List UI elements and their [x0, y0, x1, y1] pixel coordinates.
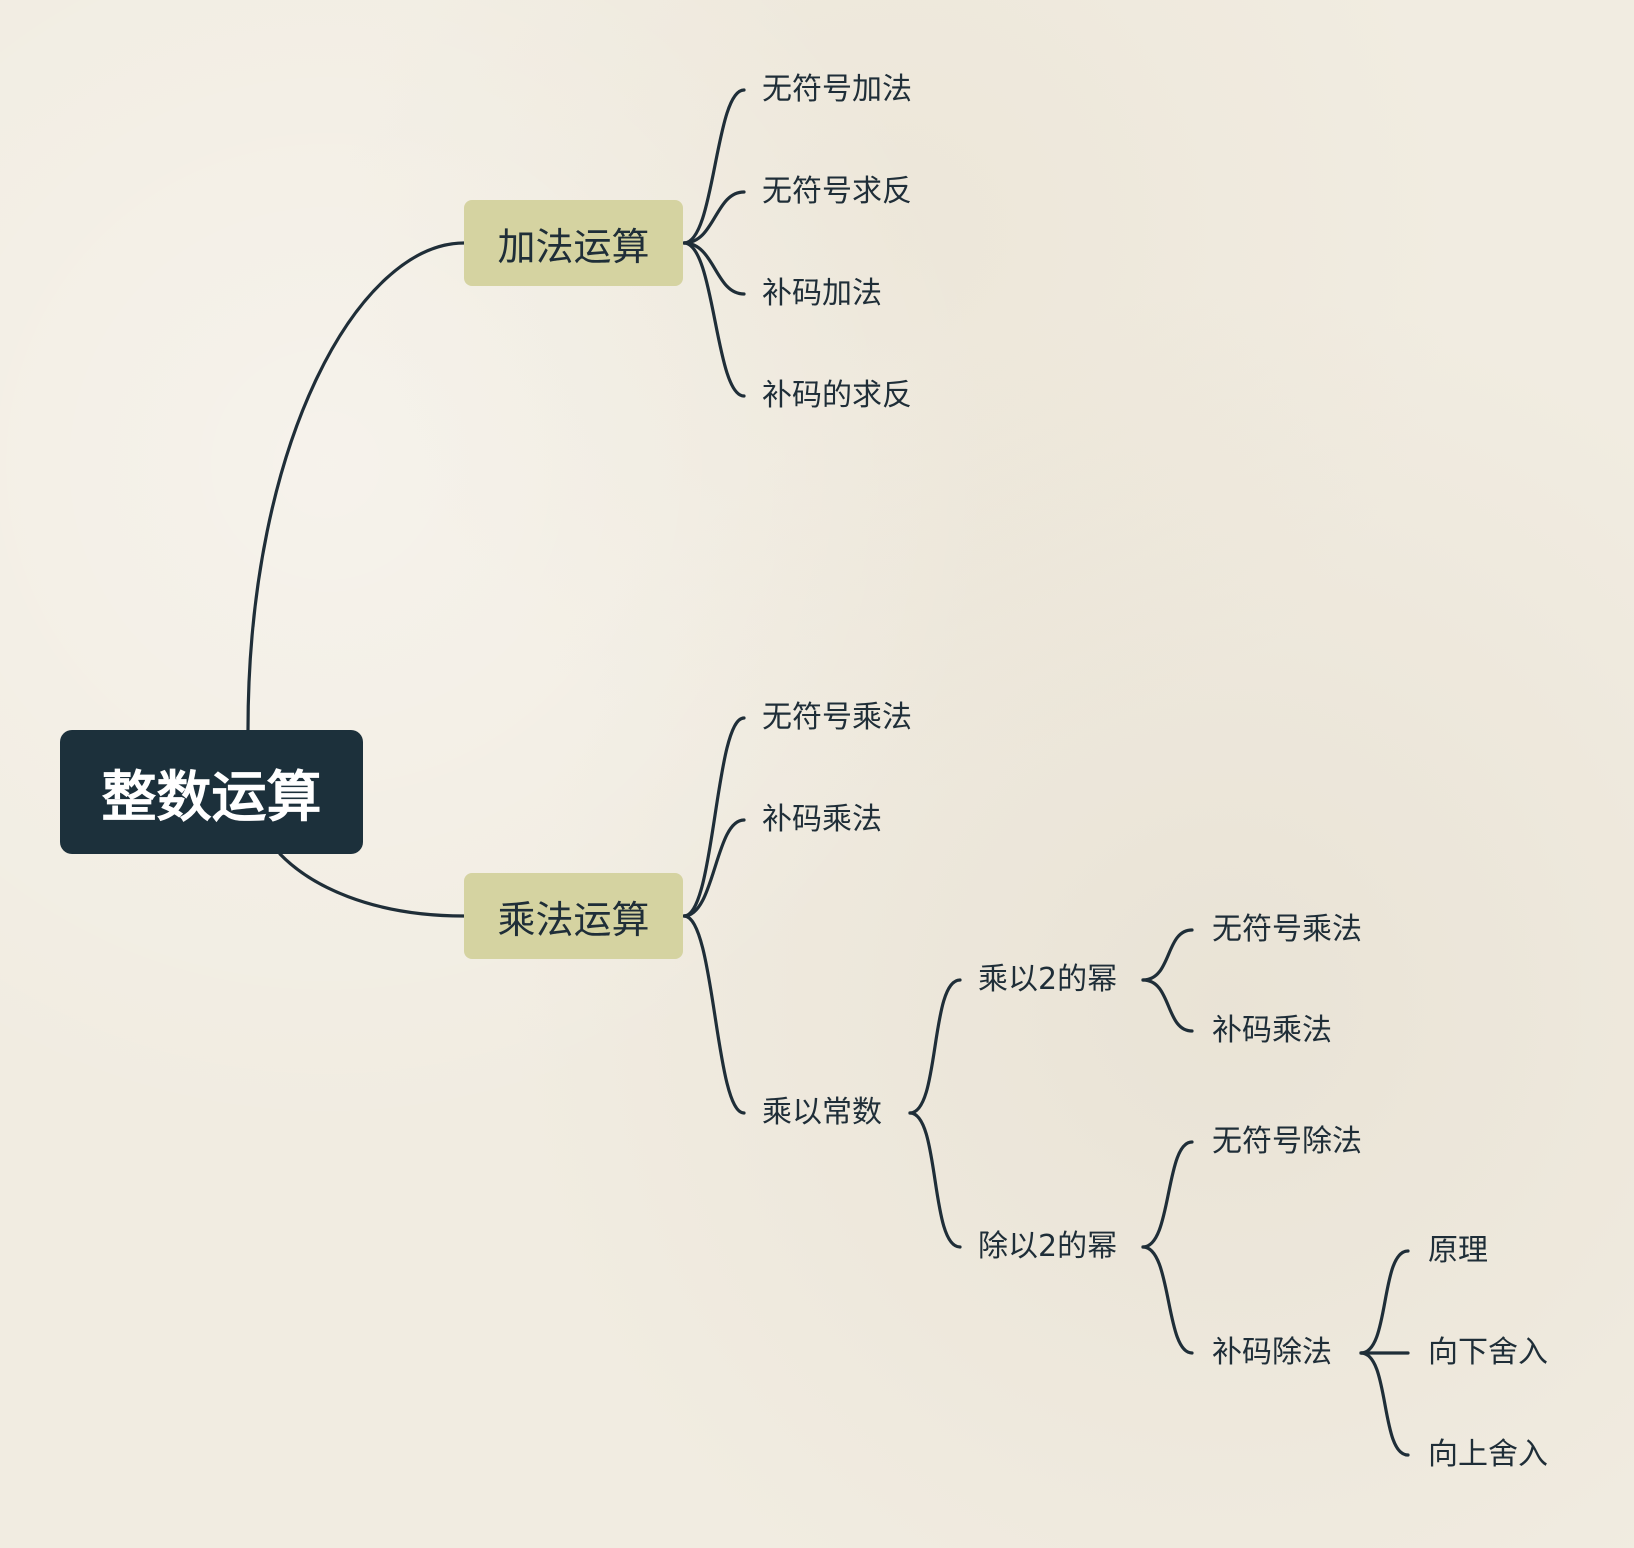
div-pow2-node[interactable]: 除以2的幂 — [978, 1229, 1118, 1264]
root-node-label: 整数运算 — [101, 765, 322, 829]
link-addition-2 — [682, 190, 746, 245]
link-divpow2-2 — [1141, 1245, 1194, 1355]
tc-division-child-node[interactable]: 向上舍入 — [1428, 1437, 1548, 1472]
multiplication-child-node[interactable]: 补码乘法 — [762, 802, 882, 837]
multiplication-child-node[interactable]: 无符号乘法 — [762, 700, 912, 735]
link-constant-div — [908, 1111, 962, 1249]
link-mulpow2-2 — [1141, 978, 1194, 1033]
link-multiplication-2 — [682, 818, 746, 918]
link-addition-3 — [682, 241, 746, 296]
link-addition-4 — [682, 241, 746, 398]
addition-child-node[interactable]: 无符号求反 — [762, 174, 912, 209]
twos-complement-division-node[interactable]: 补码除法 — [1212, 1335, 1332, 1370]
link-tcdiv-3 — [1359, 1351, 1410, 1457]
mul-pow2-child-node[interactable]: 补码乘法 — [1212, 1013, 1332, 1048]
root-node[interactable]: 整数运算 — [60, 730, 363, 854]
link-root-addition — [246, 241, 466, 732]
link-mulpow2-1 — [1141, 928, 1194, 982]
addition-child-node[interactable]: 补码的求反 — [762, 378, 912, 413]
addition-child-node[interactable]: 无符号加法 — [762, 72, 912, 107]
tc-division-child-node[interactable]: 向下舍入 — [1428, 1335, 1548, 1370]
tc-division-child-node[interactable]: 原理 — [1428, 1233, 1488, 1268]
branch-multiplication-label: 乘法运算 — [497, 897, 650, 942]
addition-child-node[interactable]: 补码加法 — [762, 276, 882, 311]
link-addition-1 — [682, 88, 746, 245]
branch-addition-label: 加法运算 — [497, 224, 650, 269]
mul-pow2-node[interactable]: 乘以2的幂 — [978, 962, 1118, 997]
link-constant-mul — [908, 978, 962, 1115]
branch-addition[interactable]: 加法运算 — [464, 200, 683, 286]
link-tcdiv-1 — [1359, 1249, 1410, 1355]
link-multiplication-1 — [682, 716, 746, 918]
div-pow2-child-node[interactable]: 无符号除法 — [1212, 1124, 1362, 1159]
link-multiplication-3 — [682, 914, 746, 1115]
link-divpow2-1 — [1141, 1140, 1194, 1249]
link-root-multiplication — [278, 852, 466, 918]
constant-node[interactable]: 乘以常数 — [762, 1095, 882, 1130]
mul-pow2-child-node[interactable]: 无符号乘法 — [1212, 912, 1362, 947]
branch-multiplication[interactable]: 乘法运算 — [464, 873, 683, 959]
